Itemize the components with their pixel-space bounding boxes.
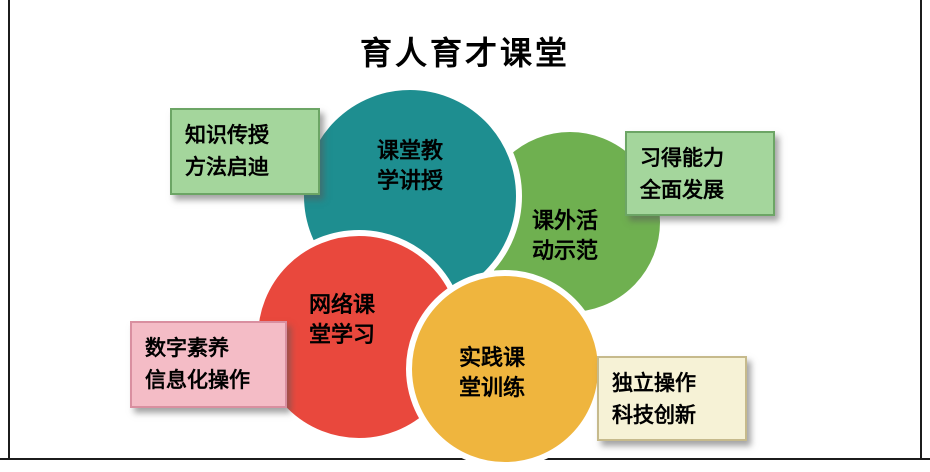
callout-bottom-right-line2: 科技创新 (612, 403, 696, 427)
diagram-title: 育人育才课堂 (359, 35, 570, 71)
circle-label-green-line1: 课外活 (531, 208, 598, 233)
frame-line-right (920, 0, 922, 459)
circle-label-yellow-line1: 实践课 (458, 345, 525, 370)
callout-top-left-line2: 方法启迪 (185, 155, 269, 179)
callout-top-right-line2: 全面发展 (640, 178, 724, 202)
callout-bottom-left-line1: 数字素养 (145, 336, 229, 360)
circle-label-red-line1: 网络课 (308, 292, 375, 317)
callout-top-left-line1: 知识传授 (185, 123, 269, 147)
circle-label-red-line2: 堂学习 (308, 322, 375, 347)
circle-label-teal-line1: 课堂教 (376, 138, 443, 163)
callout-top-left: 知识传授 方法启迪 (170, 108, 320, 195)
circle-label-teal: 课堂教 学讲授 (340, 136, 480, 196)
callout-bottom-left: 数字素养 信息化操作 (130, 321, 287, 408)
callout-bottom-right-line1: 独立操作 (612, 371, 696, 395)
circle-label-yellow: 实践课 堂训练 (422, 343, 562, 403)
circle-label-teal-line2: 学讲授 (376, 168, 443, 193)
callout-bottom-right: 独立操作 科技创新 (597, 356, 747, 441)
circle-label-yellow-line2: 堂训练 (458, 375, 525, 400)
circle-label-green-line2: 动示范 (531, 238, 598, 263)
frame-line-left (8, 0, 10, 459)
circle-label-red: 网络课 堂学习 (272, 290, 412, 350)
callout-top-right-line1: 习得能力 (640, 146, 724, 170)
callout-bottom-left-line2: 信息化操作 (145, 368, 250, 392)
circle-label-green: 课外活 动示范 (495, 206, 635, 266)
callout-top-right: 习得能力 全面发展 (625, 131, 775, 216)
